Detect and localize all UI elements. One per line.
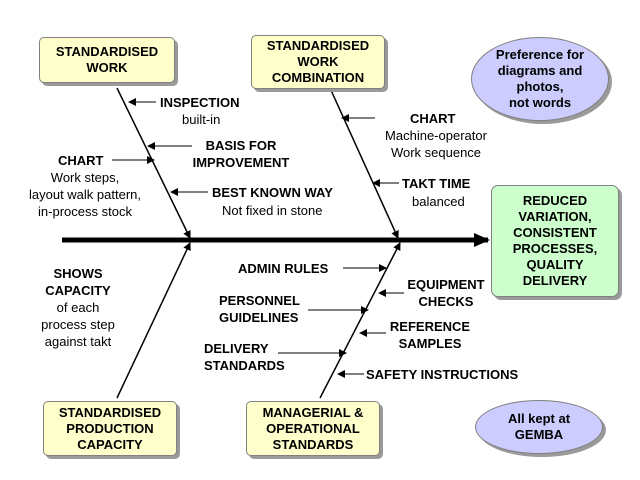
label-inspection-detail: built-in <box>182 112 221 127</box>
label-basis-for-improvement: BASIS FOR IMPROVEMENT <box>192 138 290 170</box>
label-takt-time: TAKT TIME <box>402 176 471 191</box>
label-chart-work-detail: Work steps, layout walk pattern, in-proc… <box>28 170 141 219</box>
label-shows-capacity-detail: of each process step against takt <box>41 300 115 349</box>
label-best-known-way: BEST KNOWN WAY <box>212 185 333 200</box>
label-delivery-standards: DELIVERY STANDARDS <box>204 341 285 373</box>
label-chart-machine-detail: Machine-operator Work sequence <box>385 128 487 160</box>
box-standardised-work-combination: STANDARDISED WORK COMBINATION <box>251 35 385 89</box>
bone-production-capacity <box>116 242 191 399</box>
box-standardised-production-capacity: STANDARDISED PRODUCTION CAPACITY <box>43 401 177 456</box>
box-standardised-work: STANDARDISED WORK <box>39 37 175 83</box>
label-admin-rules: ADMIN RULES <box>238 261 329 276</box>
label-equipment-checks: EQUIPMENT CHECKS <box>407 277 485 309</box>
label-reference-samples: REFERENCE SAMPLES <box>389 319 471 351</box>
note-gemba: All kept at GEMBA <box>475 400 603 454</box>
label-safety-instructions: SAFETY INSTRUCTIONS <box>366 367 519 382</box>
label-best-known-way-detail: Not fixed in stone <box>222 203 323 218</box>
bone-work-combination <box>329 87 399 239</box>
note-preference: Preference for diagrams and photos, not … <box>471 37 609 121</box>
box-managerial-standards: MANAGERIAL & OPERATIONAL STANDARDS <box>246 401 380 456</box>
label-chart-machine: CHART <box>410 111 456 126</box>
box-outcome: REDUCED VARIATION, CONSISTENT PROCESSES,… <box>491 185 619 297</box>
label-inspection: INSPECTION <box>160 95 240 110</box>
label-takt-time-detail: balanced <box>412 194 465 209</box>
label-personnel-guidelines: PERSONNEL GUIDELINES <box>219 293 300 325</box>
label-chart-work: CHART <box>58 153 104 168</box>
label-shows-capacity: SHOWS CAPACITY <box>45 266 111 298</box>
